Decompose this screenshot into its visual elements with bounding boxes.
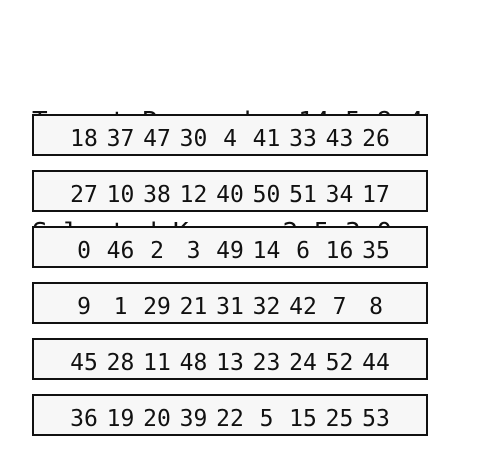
keypad-key[interactable]: 26	[362, 126, 390, 152]
keypad-row[interactable]: 45 28 11 48 13 23 24 52 44	[32, 338, 428, 380]
keypad-key[interactable]: 4	[223, 126, 237, 152]
keypad-key[interactable]: 30	[179, 126, 208, 152]
keypad-key[interactable]: 19	[106, 406, 135, 432]
keypad-key[interactable]: 25	[325, 406, 354, 432]
keypad-key[interactable]: 29	[143, 294, 171, 320]
keypad-key[interactable]: 20	[143, 406, 171, 432]
keypad-key[interactable]: 47	[143, 126, 171, 152]
keypad-key[interactable]: 35	[362, 238, 390, 264]
keypad-key[interactable]: 3	[186, 238, 201, 264]
keypad-row[interactable]: 18 37 47 30 4 41 33 43 26	[32, 114, 428, 156]
keypad-key[interactable]: 50	[252, 182, 281, 208]
keypad-key[interactable]: 36	[70, 406, 98, 432]
keypad-key[interactable]: 42	[289, 294, 317, 320]
keypad-key[interactable]: 24	[289, 350, 317, 376]
keypad-key[interactable]: 9	[77, 294, 91, 320]
keypad-key[interactable]: 12	[179, 182, 208, 208]
keypad-row[interactable]: 36 19 20 39 22 5 15 25 53	[32, 394, 428, 436]
keypad-key[interactable]: 43	[325, 126, 354, 152]
keypad-key[interactable]: 0	[77, 238, 91, 264]
keypad-key[interactable]: 18	[70, 126, 98, 152]
keypad-key[interactable]: 28	[106, 350, 135, 376]
keypad-key[interactable]: 45	[70, 350, 98, 376]
keypad-key[interactable]: 27	[70, 182, 98, 208]
keypad-key[interactable]: 14	[252, 238, 281, 264]
keypad-key[interactable]: 46	[106, 238, 135, 264]
keypad-key[interactable]: 16	[325, 238, 354, 264]
keypad-key[interactable]: 51	[289, 182, 317, 208]
keypad-row[interactable]: 27 10 38 12 40 50 51 34 17	[32, 170, 428, 212]
keypad-key[interactable]: 34	[325, 182, 354, 208]
keypad-key[interactable]: 1	[113, 294, 128, 320]
keypad-key[interactable]: 41	[252, 126, 281, 152]
keypad-key[interactable]: 23	[252, 350, 281, 376]
keypad-key[interactable]: 17	[362, 182, 390, 208]
keypad-key[interactable]: 5	[259, 406, 274, 432]
keypad-key[interactable]: 52	[325, 350, 354, 376]
keypad-key[interactable]: 11	[143, 350, 171, 376]
keypad-key[interactable]: 21	[179, 294, 208, 320]
keypad-key[interactable]: 53	[362, 406, 390, 432]
keypad-key[interactable]: 10	[106, 182, 135, 208]
keypad-key[interactable]: 2	[150, 238, 164, 264]
keypad-key[interactable]: 7	[332, 294, 347, 320]
keypad-key[interactable]: 39	[179, 406, 208, 432]
keypad-key[interactable]: 31	[216, 294, 244, 320]
keypad-key[interactable]: 13	[216, 350, 244, 376]
keypad-key[interactable]: 6	[296, 238, 310, 264]
keypad-key[interactable]: 15	[289, 406, 317, 432]
keypad-key[interactable]: 32	[252, 294, 281, 320]
keypad-key[interactable]: 37	[106, 126, 135, 152]
keypad-key[interactable]: 48	[179, 350, 208, 376]
keypad-key[interactable]: 38	[143, 182, 171, 208]
keypad-key[interactable]: 40	[216, 182, 244, 208]
keypad-key[interactable]: 8	[369, 294, 383, 320]
keypad-key[interactable]: 22	[216, 406, 244, 432]
keypad-key[interactable]: 44	[362, 350, 390, 376]
keypad-key[interactable]: 49	[216, 238, 244, 264]
keypad-key[interactable]: 33	[289, 126, 317, 152]
